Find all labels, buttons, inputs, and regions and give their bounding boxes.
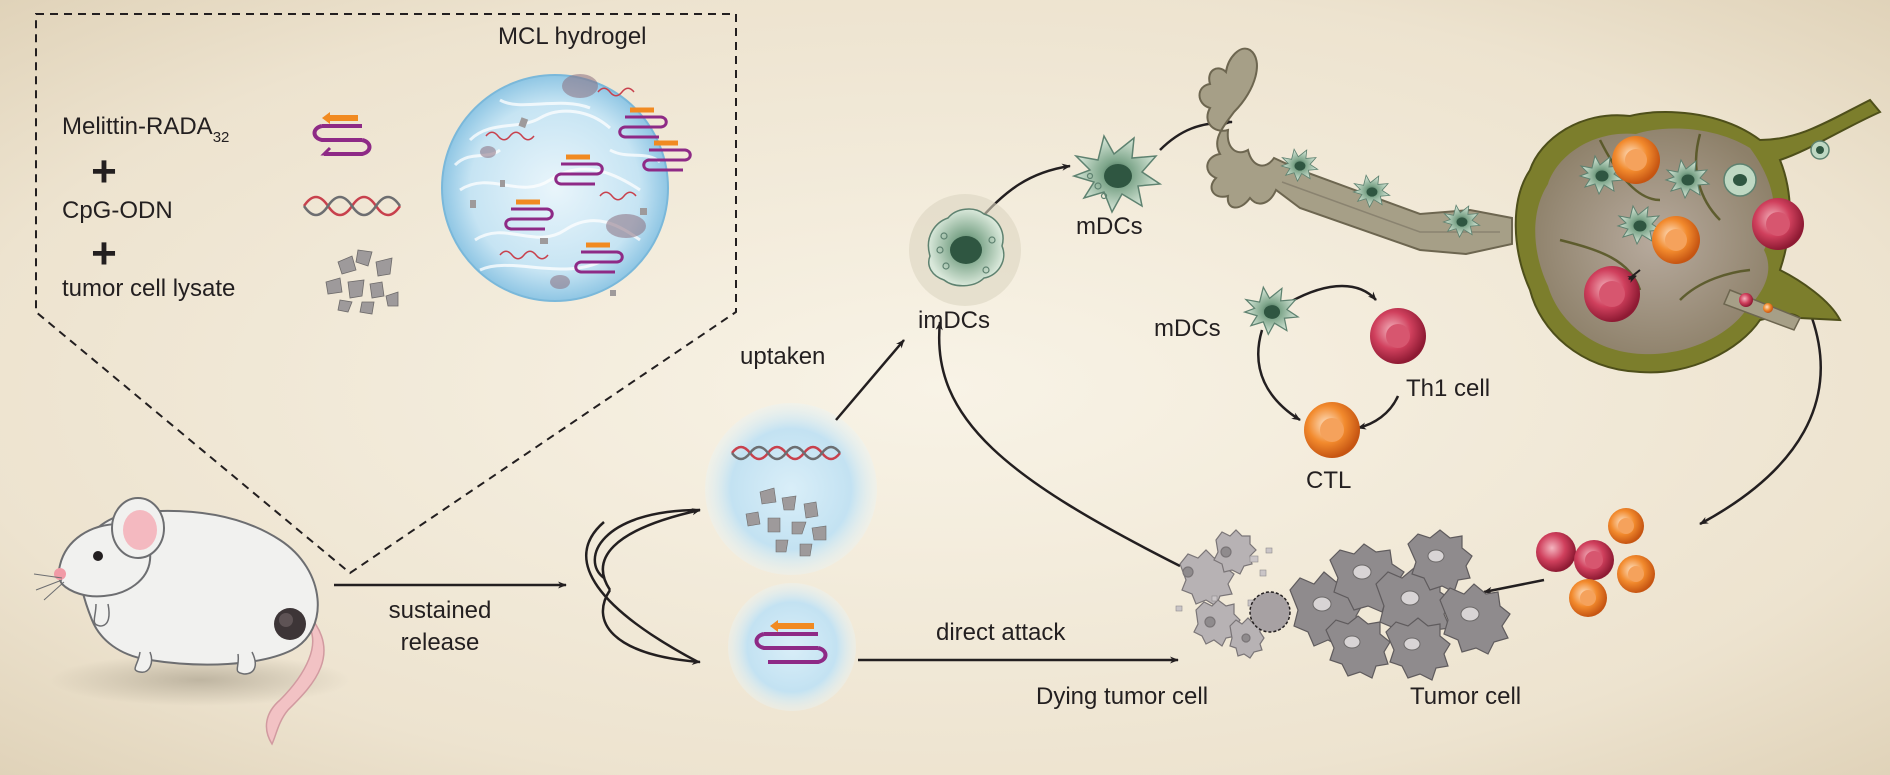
direct-attack-label: direct attack: [936, 619, 1066, 646]
vessel-dcs: [1280, 148, 1481, 239]
mdc-cell-top: [1071, 133, 1163, 214]
node-cells: [1578, 136, 1804, 322]
cpg-label: CpG-ODN: [62, 197, 173, 224]
arrow-effectors-to-tumor: [1483, 578, 1545, 594]
dying-cell-ring: [1249, 591, 1291, 633]
uptaken-label: uptaken: [740, 343, 825, 370]
th1-label: Th1 cell: [1406, 375, 1490, 402]
mouse-illustration: [33, 497, 350, 746]
mdc-cell-cycle: [1242, 285, 1300, 336]
tumor-nuclei: [1312, 549, 1480, 651]
mdcs-cycle-label: mDCs: [1154, 315, 1221, 342]
lysate-label: tumor cell lysate: [62, 275, 235, 302]
arrow-fork-line: [585, 521, 699, 664]
inset-dashed-outline: [35, 13, 737, 575]
release-label: release: [401, 629, 480, 656]
lymphatic-vessel: [1198, 47, 1513, 256]
sustained-label: sustained: [389, 597, 492, 624]
arrow-cycle-mdcs-th1: [1289, 284, 1377, 304]
dna-icon: [302, 195, 402, 217]
imdcs-label: imDCs: [918, 307, 990, 334]
hydrogel-sphere: [441, 74, 692, 302]
arrow-cycle-th1-ctl: [1357, 395, 1400, 430]
mouse-eye: [93, 551, 103, 561]
arrow-uptaken: [835, 339, 905, 421]
arrow-fork-up: [593, 508, 701, 579]
arrow-dying-to-imdcs: [935, 321, 1181, 568]
flow-arrows: [334, 118, 1822, 665]
melittin-label: Melittin-RADA32: [62, 113, 229, 146]
mdcs-label: mDCs: [1076, 213, 1143, 240]
imdc-cell: [909, 194, 1021, 306]
th1-cell: [1370, 308, 1426, 364]
inset-title: MCL hydrogel: [498, 23, 647, 50]
ctl-cell: [1304, 402, 1360, 458]
plus-sign-1: +: [91, 147, 117, 196]
dying-tumor-label: Dying tumor cell: [1036, 683, 1208, 710]
plus-sign-2: +: [91, 229, 117, 278]
ctl-label: CTL: [1306, 467, 1351, 494]
inset-panel: MCL hydrogel Melittin-RADA32 + CpG-ODN +…: [35, 13, 737, 575]
dying-tumor-cells: [1179, 529, 1265, 659]
release-bubble-bottom: [728, 583, 856, 711]
lysate-icon: [325, 249, 399, 315]
tumor-cell-label: Tumor cell: [1410, 683, 1521, 710]
tumor-debris: [1175, 547, 1273, 612]
effector-cell-cluster: [1536, 508, 1655, 617]
release-bubble-top: [705, 403, 877, 575]
peptide-icon: [312, 112, 372, 156]
arrow-cycle-mdcs-ctl: [1257, 329, 1301, 422]
mouse-tail: [265, 611, 325, 746]
arrow-node-to-effectors: [1699, 317, 1822, 526]
